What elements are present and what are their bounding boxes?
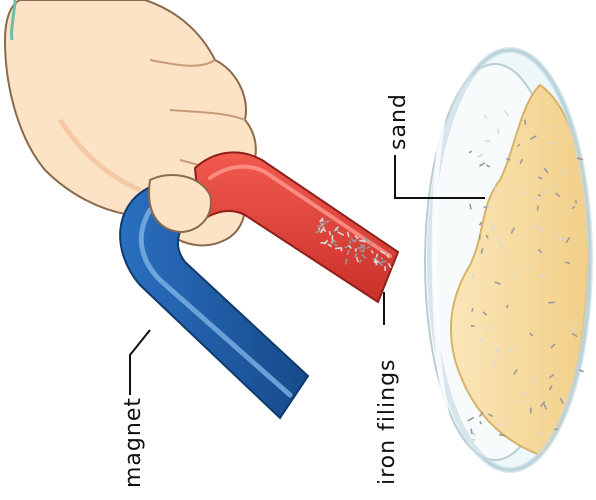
sand-label: sand [386, 93, 411, 150]
iron-filing [551, 143, 555, 144]
iron-filing [470, 204, 471, 210]
iron-filing [335, 248, 342, 249]
iron-filing [472, 273, 473, 279]
iron-filing [346, 259, 347, 265]
iron-filing [358, 247, 363, 248]
iron-filing [548, 302, 555, 303]
iron-filing [537, 206, 538, 211]
petri-dish [425, 50, 590, 470]
magnet-label: magnet [121, 397, 146, 488]
iron-filing [380, 261, 386, 262]
magnet-leader-line [130, 330, 150, 395]
iron-filing [499, 435, 505, 436]
iron-filing [576, 200, 577, 204]
iron-filings-label: iron filings [375, 358, 400, 485]
iron-filing [525, 120, 526, 125]
iron-filings-label-group: iron filings [375, 292, 400, 485]
iron-filing [329, 231, 330, 235]
iron-filing [515, 271, 516, 278]
magnet-label-group: magnet [121, 330, 150, 488]
iron-filing [517, 400, 520, 401]
iron-filing [472, 308, 473, 311]
iron-filing [571, 329, 575, 330]
iron-filing [554, 429, 558, 430]
iron-filing [523, 192, 526, 193]
